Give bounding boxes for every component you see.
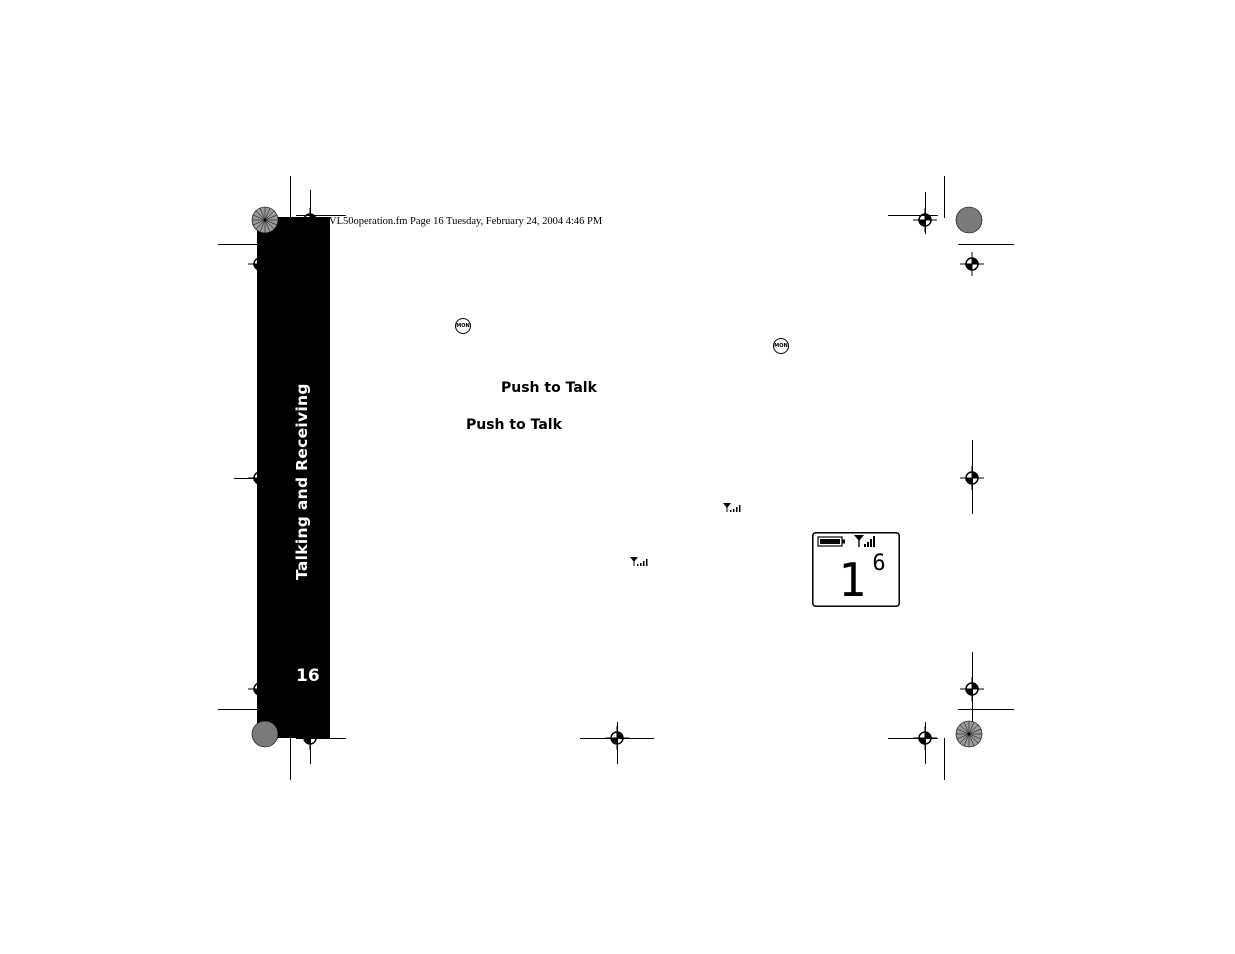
registration-mark-icon bbox=[248, 677, 272, 701]
crop-line bbox=[925, 722, 926, 764]
registration-mark-icon bbox=[960, 252, 984, 276]
crop-line bbox=[234, 478, 272, 479]
crop-line bbox=[290, 738, 291, 780]
crop-line bbox=[958, 244, 1014, 245]
crop-line bbox=[972, 440, 973, 514]
gray-disc-mark-icon bbox=[251, 720, 279, 748]
crop-line bbox=[290, 176, 291, 218]
crop-line bbox=[296, 215, 346, 216]
page-number: 16 bbox=[296, 666, 320, 686]
crop-line bbox=[296, 738, 346, 739]
push-to-talk-label: Push to Talk bbox=[466, 417, 562, 433]
starburst-mark-icon bbox=[251, 206, 279, 234]
signal-strength-icon bbox=[630, 557, 648, 566]
registration-mark-icon bbox=[248, 252, 272, 276]
signal-strength-icon bbox=[723, 503, 741, 512]
lcd-display: 1 6 bbox=[812, 532, 900, 607]
battery-icon bbox=[817, 536, 845, 547]
crop-line bbox=[617, 722, 618, 764]
push-to-talk-label: Push to Talk bbox=[501, 380, 597, 396]
crop-line bbox=[310, 190, 311, 232]
lcd-channel-large: 1 bbox=[838, 553, 866, 607]
starburst-mark-icon bbox=[955, 720, 983, 748]
crop-line bbox=[218, 244, 260, 245]
mon-button-icon: MON bbox=[455, 318, 471, 334]
gray-disc-mark-icon bbox=[955, 206, 983, 234]
print-header: VL50operation.fm Page 16 Tuesday, Februa… bbox=[329, 216, 603, 227]
mon-button-icon: MON bbox=[773, 338, 789, 354]
crop-line bbox=[944, 176, 945, 218]
crop-line bbox=[218, 709, 260, 710]
crop-line bbox=[888, 215, 938, 216]
sidebar-section-title: Talking and Receiving bbox=[293, 383, 311, 580]
crop-line bbox=[310, 724, 311, 764]
crop-line bbox=[972, 652, 973, 726]
signal-strength-icon bbox=[854, 535, 875, 547]
crop-line bbox=[958, 709, 1014, 710]
crop-line bbox=[925, 192, 926, 234]
lcd-channel-small: 6 bbox=[872, 551, 885, 576]
crop-line bbox=[944, 738, 945, 780]
crop-line bbox=[888, 738, 938, 739]
